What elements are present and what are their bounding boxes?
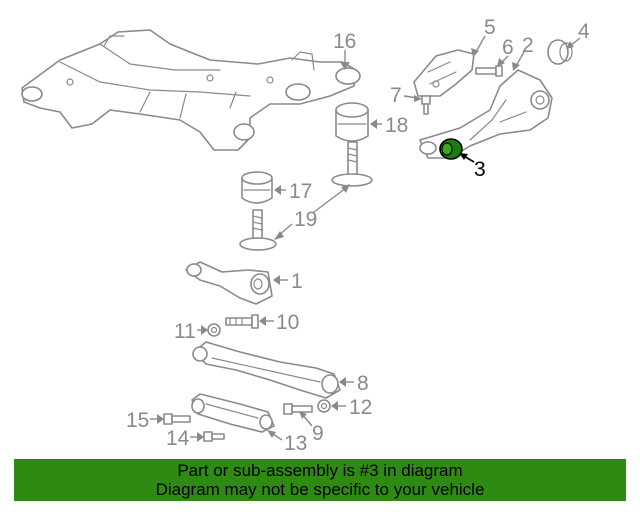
svg-text:15: 15 bbox=[126, 409, 149, 432]
callout-7: 7 bbox=[390, 84, 422, 107]
callout-9: 9 bbox=[299, 411, 324, 445]
upper-control-arm[interactable] bbox=[185, 261, 273, 305]
callout-18: 18 bbox=[370, 114, 408, 137]
svg-text:11: 11 bbox=[174, 320, 196, 343]
svg-text:17: 17 bbox=[289, 180, 312, 203]
subframe-crossmember[interactable] bbox=[21, 29, 361, 151]
svg-text:16: 16 bbox=[333, 30, 356, 53]
knuckle-bolt[interactable] bbox=[475, 65, 503, 77]
callout-12: 12 bbox=[331, 396, 372, 419]
link-bolt-9[interactable] bbox=[283, 403, 313, 415]
link-nut-12[interactable] bbox=[317, 399, 331, 413]
callout-15: 15 bbox=[126, 409, 164, 432]
svg-text:1: 1 bbox=[291, 270, 303, 293]
svg-text:18: 18 bbox=[385, 114, 408, 137]
callout-14: 14 bbox=[166, 427, 204, 450]
svg-text:5: 5 bbox=[484, 16, 496, 39]
svg-text:7: 7 bbox=[390, 84, 402, 107]
callout-11: 11 bbox=[174, 320, 208, 343]
svg-text:10: 10 bbox=[276, 311, 299, 334]
callout-17: 17 bbox=[274, 180, 312, 203]
lower-mount-bolt[interactable] bbox=[239, 209, 277, 251]
parts-diagram: 16 18 17 19 bbox=[21, 16, 590, 455]
svg-text:12: 12 bbox=[349, 396, 372, 419]
knuckle-bracket[interactable] bbox=[413, 49, 475, 97]
callout-5: 5 bbox=[471, 16, 496, 57]
callout-6: 6 bbox=[497, 36, 514, 67]
svg-text:3: 3 bbox=[474, 158, 486, 181]
svg-text:8: 8 bbox=[357, 372, 369, 395]
callout-16: 16 bbox=[333, 30, 356, 70]
callout-2: 2 bbox=[512, 34, 534, 71]
arm-bolt-10[interactable] bbox=[225, 314, 259, 329]
svg-text:14: 14 bbox=[166, 427, 190, 450]
highlighted-bushing-part-3[interactable] bbox=[439, 138, 463, 160]
svg-text:2: 2 bbox=[522, 34, 534, 57]
callout-4: 4 bbox=[566, 20, 590, 49]
callout-19: 19 bbox=[274, 184, 350, 240]
upper-mount-bushing[interactable] bbox=[335, 102, 369, 142]
knuckle-bushing[interactable] bbox=[547, 39, 573, 65]
bracket-bolt[interactable] bbox=[421, 95, 431, 115]
banner-line-2: Diagram may not be specific to your vehi… bbox=[155, 480, 485, 499]
callout-8: 8 bbox=[339, 372, 369, 395]
svg-text:13: 13 bbox=[284, 432, 307, 455]
upper-mount-bolt[interactable] bbox=[331, 141, 373, 187]
arm-nut-11[interactable] bbox=[207, 323, 221, 337]
callout-10: 10 bbox=[259, 311, 299, 334]
svg-text:9: 9 bbox=[312, 422, 324, 445]
callout-1: 1 bbox=[273, 270, 303, 293]
lateral-link[interactable] bbox=[191, 393, 275, 433]
link-bolt-15[interactable] bbox=[163, 413, 191, 425]
svg-text:6: 6 bbox=[502, 36, 514, 59]
info-banner: Part or sub-assembly is #3 in diagram Di… bbox=[14, 459, 626, 501]
banner-line-1: Part or sub-assembly is #3 in diagram bbox=[177, 461, 463, 480]
svg-text:4: 4 bbox=[578, 20, 590, 43]
lower-control-arm[interactable] bbox=[192, 341, 341, 399]
lower-mount-bushing[interactable] bbox=[241, 171, 273, 204]
callout-3: 3 bbox=[459, 153, 486, 181]
svg-text:19: 19 bbox=[294, 208, 317, 231]
callout-13: 13 bbox=[267, 430, 307, 455]
link-bolt-14[interactable] bbox=[203, 431, 225, 442]
